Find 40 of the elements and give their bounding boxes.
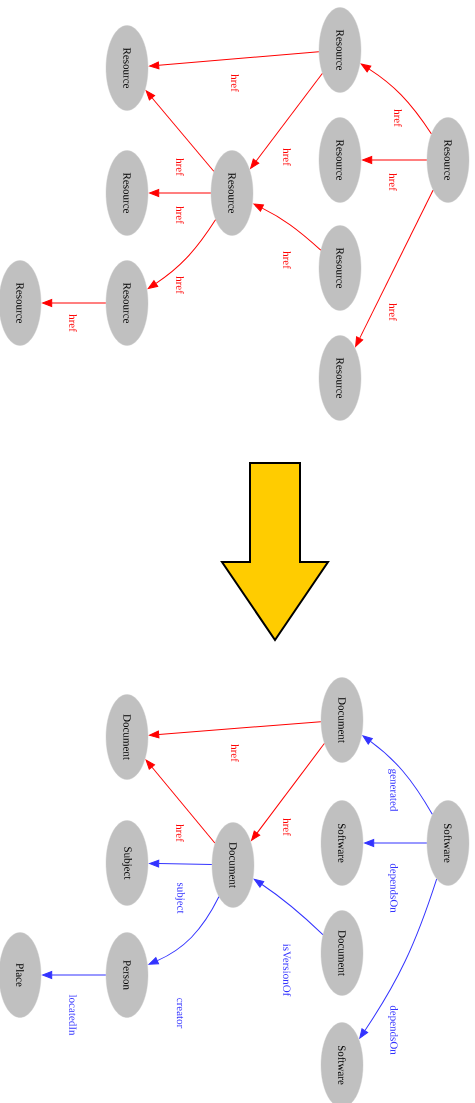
- arrow: [364, 839, 428, 847]
- arrow: [251, 743, 325, 841]
- edge-label: href: [388, 302, 398, 322]
- arrow: [355, 189, 434, 347]
- edge-label: generated: [387, 767, 399, 813]
- edge-label: dependsOn: [387, 862, 399, 914]
- edge-label: href: [230, 743, 240, 763]
- edge-label: subject: [174, 881, 186, 915]
- edge-label: href: [175, 157, 185, 177]
- edge-label: locatedIn: [68, 993, 78, 1037]
- arrow: [362, 156, 428, 164]
- arrow: [145, 90, 215, 172]
- arrow: [148, 896, 220, 965]
- edge-label: isVersionOf: [282, 942, 292, 998]
- edge-label: href: [393, 108, 403, 128]
- arrow: [250, 72, 323, 169]
- edge-label: href: [282, 147, 292, 167]
- arrow: [362, 735, 433, 815]
- arrow: [147, 219, 216, 289]
- edge-label: dependsOn: [387, 1004, 399, 1056]
- edge-label: href: [175, 275, 185, 295]
- arrow: [359, 878, 438, 1039]
- arrow: [42, 299, 107, 307]
- edge-label: creator: [175, 996, 185, 1030]
- edge-label: href: [68, 313, 78, 333]
- edge-label: href: [282, 250, 292, 270]
- arrow: [149, 721, 322, 739]
- edge-label: href: [175, 205, 185, 225]
- edge-label: href: [388, 172, 398, 192]
- arrow: [360, 63, 432, 135]
- edge-label: href: [282, 817, 292, 837]
- edge-label: href: [230, 73, 240, 93]
- arrow: [253, 878, 324, 936]
- edge-label: href: [175, 823, 185, 843]
- arrow: [149, 51, 320, 70]
- arrow: [42, 971, 107, 979]
- arrow: [149, 859, 213, 868]
- arrow: [149, 189, 212, 197]
- arrow: [145, 759, 216, 844]
- arrow: [253, 203, 322, 251]
